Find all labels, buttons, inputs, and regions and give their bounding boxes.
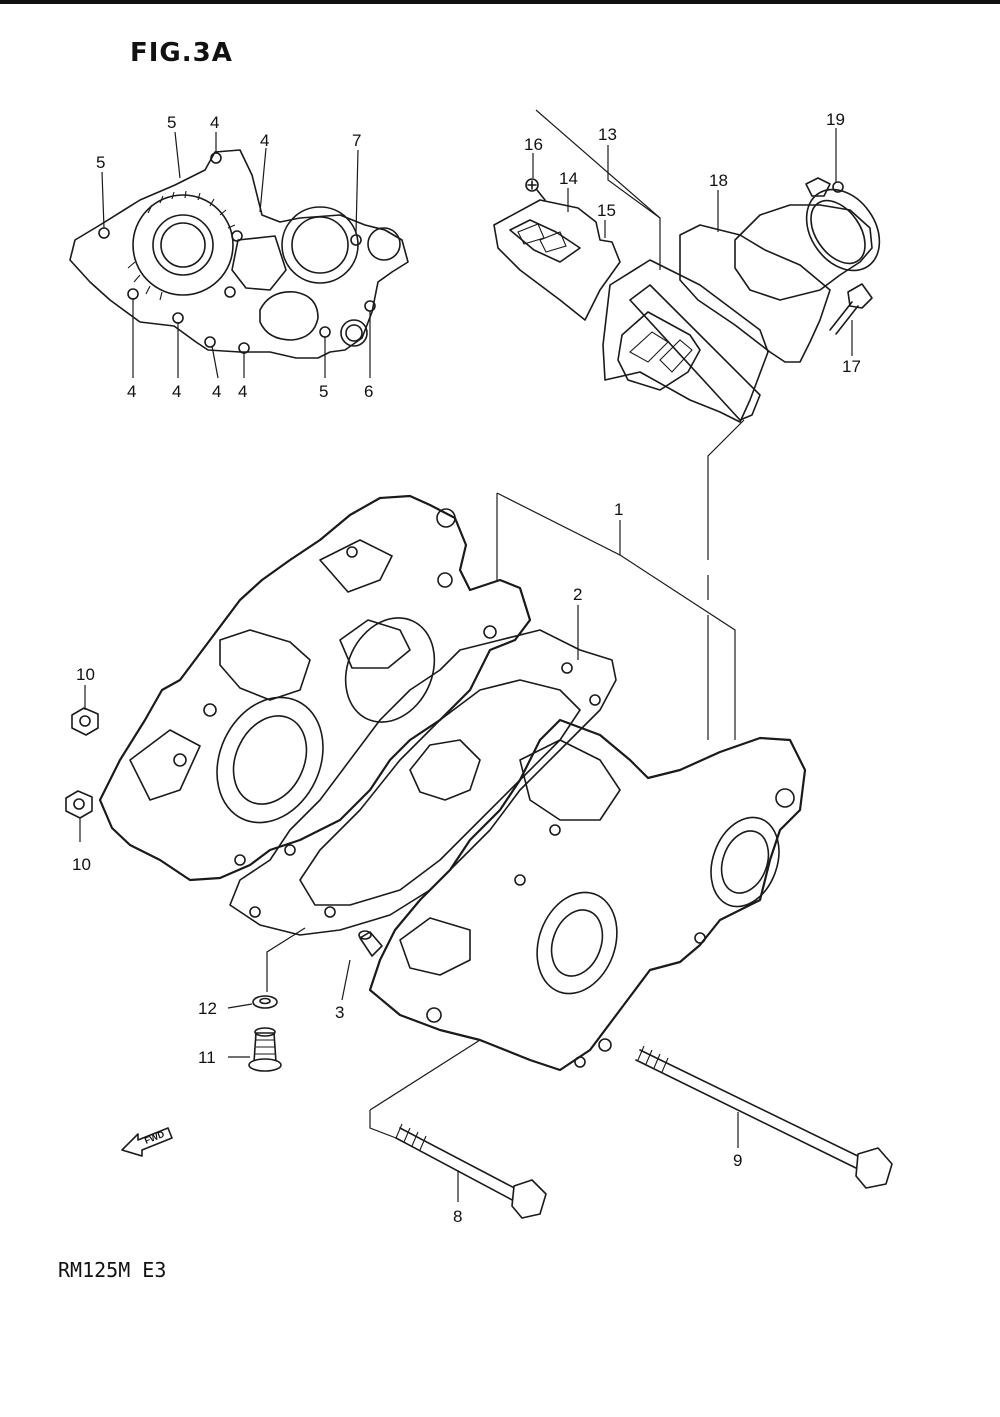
callout-12: 12	[198, 999, 217, 1018]
bolt-9-drawing	[635, 1045, 893, 1189]
callout-19: 19	[826, 110, 845, 129]
callout-4e: 4	[212, 382, 221, 401]
callout-4a: 4	[210, 113, 219, 132]
bolt-8-drawing	[395, 1123, 547, 1219]
model-code: RM125M E3	[58, 1258, 167, 1282]
dowel-pin-3-drawing	[358, 930, 383, 957]
nut-10-drawings	[65, 707, 99, 819]
callout-14: 14	[559, 169, 578, 188]
crankcase-bolt-layout-view	[69, 149, 409, 359]
callout-9: 9	[733, 1151, 742, 1170]
callout-2: 2	[573, 585, 582, 604]
callout-4c: 4	[127, 382, 136, 401]
screw-16-drawing	[525, 178, 546, 201]
callout-5c: 5	[319, 382, 328, 401]
top-border	[0, 0, 1000, 4]
callout-10a: 10	[76, 665, 95, 684]
callout-1: 1	[614, 500, 623, 519]
callout-11: 11	[198, 1048, 216, 1067]
washer-12-and-plug-11-drawings	[248, 995, 282, 1072]
callout-labels: 5 4 4 5 7 4 4 4 4 5 6 16 13 14 15 18 19 …	[72, 110, 861, 1226]
callout-17: 17	[842, 357, 861, 376]
crankcase-assembly: FWD	[65, 494, 893, 1219]
bolt-17-drawing	[829, 283, 873, 335]
callout-3: 3	[335, 1003, 344, 1022]
callout-18: 18	[709, 171, 728, 190]
leader-lines	[79, 109, 853, 1202]
callout-4f: 4	[238, 382, 247, 401]
callout-5a: 5	[167, 113, 176, 132]
callout-5b: 5	[96, 153, 105, 172]
callout-13: 13	[598, 125, 617, 144]
fwd-arrow-icon: FWD	[121, 1127, 173, 1157]
callout-4b: 4	[260, 131, 269, 150]
figure-title: FIG.3A	[130, 38, 233, 68]
callout-6: 6	[364, 382, 373, 401]
intake-reed-valve-assembly	[493, 177, 881, 423]
callout-4d: 4	[172, 382, 181, 401]
callout-7: 7	[352, 131, 361, 150]
callout-10b: 10	[72, 855, 91, 874]
callout-15: 15	[597, 201, 616, 220]
callout-16: 16	[524, 135, 543, 154]
callout-8: 8	[453, 1207, 462, 1226]
